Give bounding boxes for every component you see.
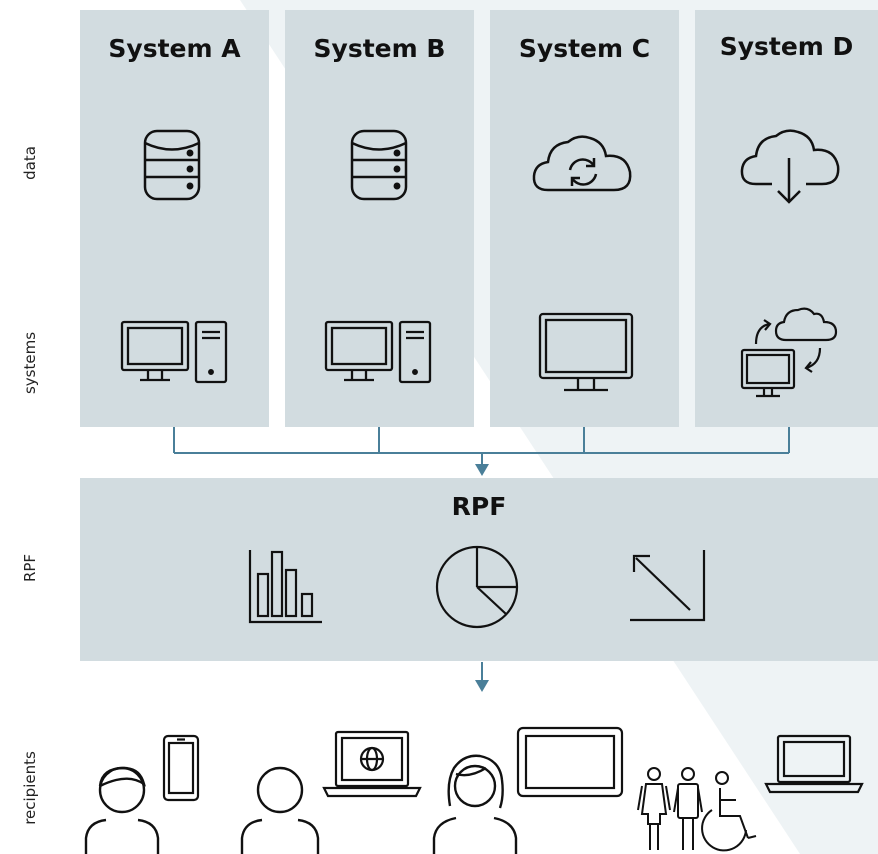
system-title: System B bbox=[313, 34, 446, 63]
monitor-icon bbox=[538, 312, 634, 392]
bar-chart-icon bbox=[248, 550, 322, 624]
row-label-recipients: recipients bbox=[21, 751, 39, 825]
desktop-tower-icon bbox=[120, 320, 228, 384]
system-column-a: System A bbox=[80, 10, 269, 427]
system-title: System C bbox=[518, 34, 651, 63]
rpf-band: RPF bbox=[80, 478, 878, 661]
system-connector-lines bbox=[173, 427, 790, 476]
cloud-download-icon bbox=[740, 129, 840, 204]
database-icon bbox=[350, 129, 408, 201]
person-male-icon bbox=[84, 766, 160, 854]
system-title: System D bbox=[719, 32, 854, 61]
diagonal-arrow-chart-icon bbox=[630, 550, 706, 622]
database-icon bbox=[143, 129, 201, 201]
cloud-computer-sync-icon bbox=[740, 307, 838, 398]
person-icon bbox=[240, 766, 320, 854]
rpf-title: RPF bbox=[451, 492, 507, 521]
smartphone-icon bbox=[162, 734, 200, 802]
laptop-globe-icon bbox=[322, 730, 422, 798]
pie-chart-icon bbox=[435, 545, 519, 629]
system-column-c: System C bbox=[490, 10, 679, 427]
desktop-tower-icon bbox=[324, 320, 432, 384]
row-label-rpf: RPF bbox=[21, 553, 39, 583]
rpf-connector-arrow bbox=[475, 662, 489, 692]
family-accessibility-icon bbox=[637, 767, 757, 852]
system-column-b: System B bbox=[285, 10, 474, 427]
laptop-icon bbox=[764, 734, 864, 794]
cloud-sync-icon bbox=[532, 135, 632, 192]
system-title: System A bbox=[108, 34, 241, 63]
system-column-d: System D bbox=[695, 10, 878, 427]
person-female-icon bbox=[432, 754, 518, 854]
tablet-icon bbox=[516, 726, 624, 798]
